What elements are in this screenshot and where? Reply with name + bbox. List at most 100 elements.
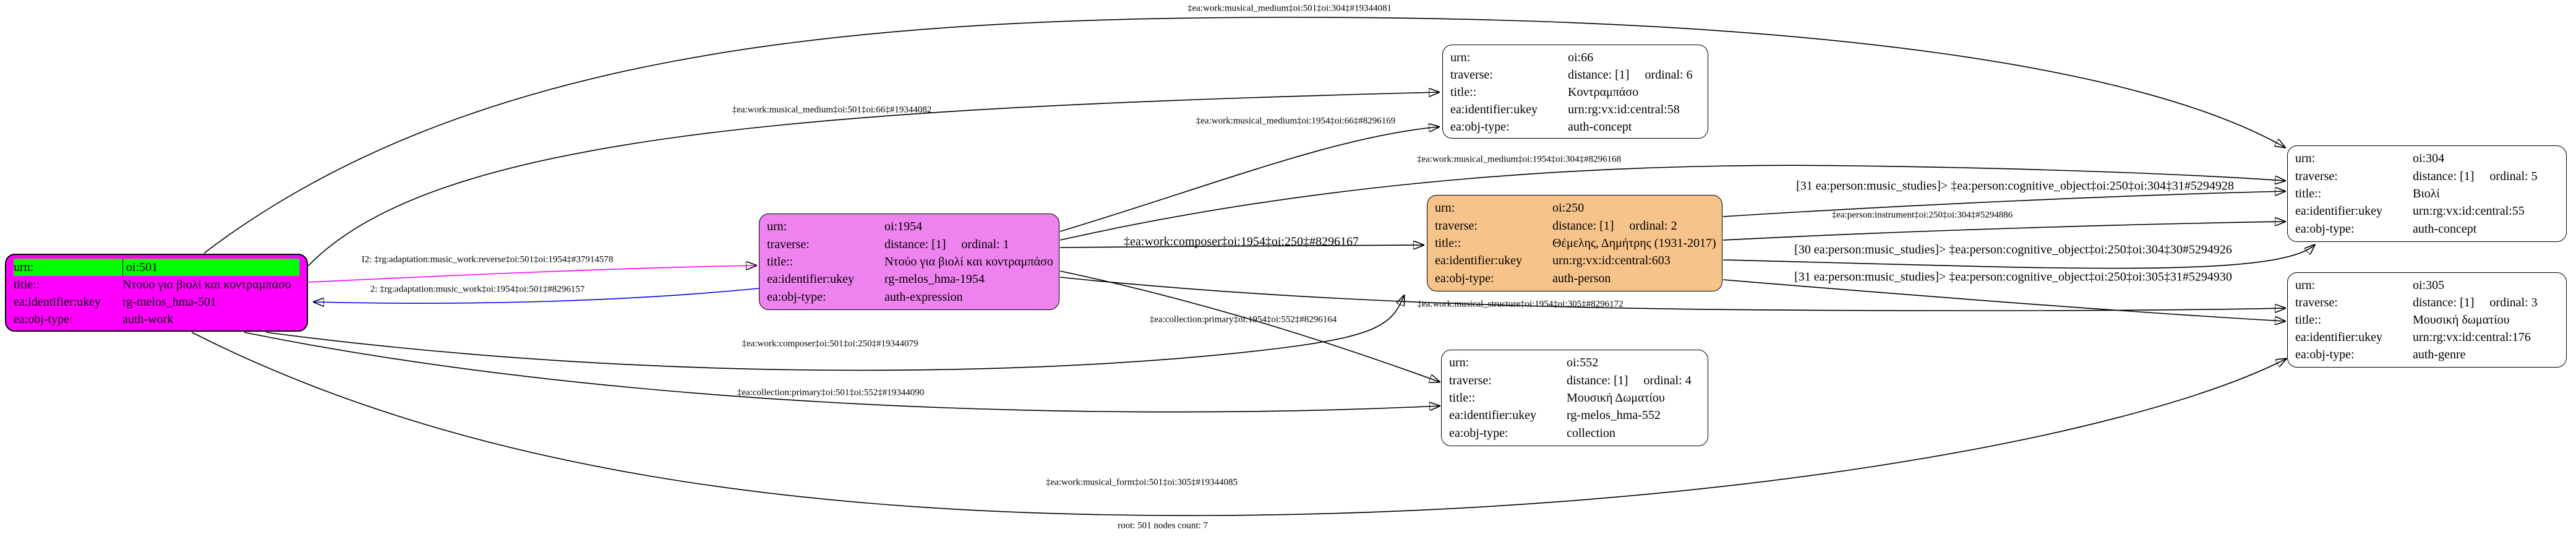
edge-label-instrument-250-304: ‡ea:person:instrument‡oi:250‡oi:304‡#529… [1831,210,2013,220]
field-label: ea:obj-type: [1450,120,1510,134]
field-value: distance: [1] ordinal: 4 [1567,373,1692,387]
edge-label-composer-1954-250: ‡ea:work:composer‡oi:1954‡oi:250‡#829616… [1124,235,1359,249]
edge-adaptation-1954-501 [314,288,760,303]
traverse-row: traverse: distance: [1] ordinal: 6 [1450,66,1700,84]
title-row: title:: Μουσική δωματίου [2295,311,2559,329]
title-row: title:: Μουσική Δωματίου [1449,389,1700,407]
field-value: oi:501 [122,259,299,276]
field-label: title:: [1450,85,1477,99]
edge-label-collection-primary-501-552: ‡ea:collection:primary‡oi:501‡oi:552‡#19… [737,387,925,398]
edge-label-musical-medium-501-304: ‡ea:work:musical_medium‡oi:501‡oi:304‡#1… [1187,3,1392,14]
field-label: traverse: [2295,296,2338,309]
field-value: oi:250 [1552,201,1585,215]
obj-type-row: ea:obj-type: auth-expression [767,288,1051,306]
field-label: title:: [1435,236,1461,250]
field-value: rg-melos_hma-1954 [884,272,985,287]
urn-row: urn: oi:250 [1435,199,1714,217]
urn-row: urn: oi:552 [1449,354,1700,371]
field-value: oi:1954 [884,220,923,234]
field-label: ea:identifier:ukey [1449,408,1537,423]
field-value: distance: [1] ordinal: 3 [2413,296,2538,309]
edge-music-studies-31-250-305 [1722,279,2285,321]
field-label: ea:identifier:ukey [2295,204,2383,218]
title-row: title:: Βιολί [2295,185,2559,202]
field-value: rg-melos_hma-552 [1567,408,1661,423]
title-row: title:: Ντούο για βιολί και κοντραμπάσο [767,253,1053,270]
field-label: urn: [1449,356,1470,370]
node-oi-250: urn: oi:250 traverse: distance: [1] ordi… [1427,195,1722,291]
node-oi-552: urn: oi:552 traverse: distance: [1] ordi… [1441,350,1708,446]
field-value: urn:rg:vx:id:central:176 [2413,330,2531,344]
traverse-row: traverse: distance: [1] ordinal: 1 [767,236,1051,253]
identifier-row: ea:identifier:ukey urn:rg:vx:id:central:… [2295,329,2559,346]
traverse-row: traverse: distance: [1] ordinal: 3 [2295,294,2559,311]
edge-label-adaptation-reverse-501-1954: I2: ‡rg:adaptation:music_work:reverse‡oi… [361,254,614,265]
field-label: urn: [1450,51,1471,64]
urn-row: urn: oi:501 [14,259,299,276]
edge-musical-medium-1954-66 [1059,127,1439,232]
field-value: Ντούο για βιολί και κοντραμπάσο [122,278,291,291]
field-label: ea:identifier:ukey [1450,103,1538,116]
field-value: rg-melos_hma-501 [122,295,216,309]
obj-type-row: ea:obj-type: auth-work [14,311,299,328]
field-label: traverse: [1449,373,1492,387]
node-oi-304: urn: oi:304 traverse: distance: [1] ordi… [2287,145,2567,242]
field-label: title:: [14,278,40,291]
field-value: Ντούο για βιολί και κοντραμπάσο [884,254,1053,269]
identifier-row: ea:identifier:ukey urn:rg:vx:id:central:… [1435,252,1714,269]
graph-footer-root-count: root: 501 nodes count: 7 [1118,520,1208,531]
field-label: title:: [1449,390,1476,405]
obj-type-row: ea:obj-type: collection [1449,425,1700,442]
field-value: collection [1567,426,1615,440]
field-label: ea:identifier:ukey [2295,330,2383,344]
field-label: urn: [14,259,122,276]
identifier-row: ea:identifier:ukey urn:rg:vx:id:central:… [1450,101,1700,118]
obj-type-row: ea:obj-type: auth-genre [2295,346,2559,363]
field-label: urn: [2295,152,2316,166]
node-oi-501: urn: oi:501 title:: Ντούο για βιολί και … [5,254,308,332]
edge-musical-medium-501-66 [307,92,1439,267]
edge-adaptation-reverse-501-1954 [307,265,756,283]
edge-label-musical-structure-1954-305: ‡ea:work:musical_structure‡oi:1954‡oi:30… [1417,299,1624,309]
title-row: title:: Θέμελης, Δημήτρης (1931-2017) [1435,235,1716,252]
identifier-row: ea:identifier:ukey rg-melos_hma-501 [14,293,299,311]
field-value: distance: [1] ordinal: 1 [884,237,1009,251]
urn-row: urn: oi:66 [1450,49,1700,66]
edge-musical-structure-1954-305 [1059,277,2285,311]
field-value: oi:305 [2413,278,2445,292]
field-label: ea:obj-type: [1435,271,1494,285]
node-oi-66: urn: oi:66 traverse: distance: [1] ordin… [1442,45,1708,139]
edge-music-studies-30-250-304 [1722,245,2314,269]
edge-label-music-studies-31-250-304: [31 ea:person:music_studies]> ‡ea:person… [1796,179,2234,193]
edge-musical-medium-501-304 [203,17,2285,254]
edge-musical-medium-1954-304 [1059,165,2285,241]
field-label: urn: [2295,278,2316,292]
edge-label-musical-medium-1954-304: ‡ea:work:musical_medium‡oi:1954‡oi:304‡#… [1417,154,1621,165]
traverse-row: traverse: distance: [1] ordinal: 4 [1449,372,1700,389]
field-value: urn:rg:vx:id:central:603 [1552,254,1671,268]
urn-row: urn: oi:1954 [767,218,1051,235]
title-row: title:: Κοντραμπάσο [1450,84,1700,101]
urn-row: urn: oi:305 [2295,277,2559,294]
node-oi-1954: urn: oi:1954 traverse: distance: [1] ord… [759,213,1059,310]
title-row: title:: Ντούο για βιολί και κοντραμπάσο [14,276,299,293]
field-value: oi:66 [1568,51,1594,64]
field-value: oi:304 [2413,152,2445,166]
obj-type-row: ea:obj-type: auth-concept [1450,118,1700,136]
field-label: urn: [767,220,787,234]
edge-instrument-250-304 [1722,222,2285,241]
field-label: urn: [1435,201,1455,215]
edge-label-musical-medium-1954-66: ‡ea:work:musical_medium‡oi:1954‡oi:66‡#8… [1196,116,1396,126]
field-label: ea:obj-type: [14,313,73,326]
edge-composer-501-250 [265,296,1404,371]
traverse-row: traverse: distance: [1] ordinal: 5 [2295,168,2559,185]
urn-row: urn: oi:304 [2295,150,2559,167]
edge-collection-primary-501-552 [244,332,1439,413]
field-value: Κοντραμπάσο [1568,85,1639,99]
edge-label-musical-medium-501-66: ‡ea:work:musical_medium‡oi:501‡oi:66‡#19… [732,105,932,115]
identifier-row: ea:identifier:ukey urn:rg:vx:id:central:… [2295,202,2559,220]
field-value: auth-work [122,313,174,326]
edge-label-adaptation-1954-501: 2: ‡rg:adaptation:music_work‡oi:1954‡oi:… [370,284,585,295]
edge-label-musical-form-501-305: ‡ea:work:musical_form‡oi:501‡oi:305‡#193… [1046,477,1238,488]
